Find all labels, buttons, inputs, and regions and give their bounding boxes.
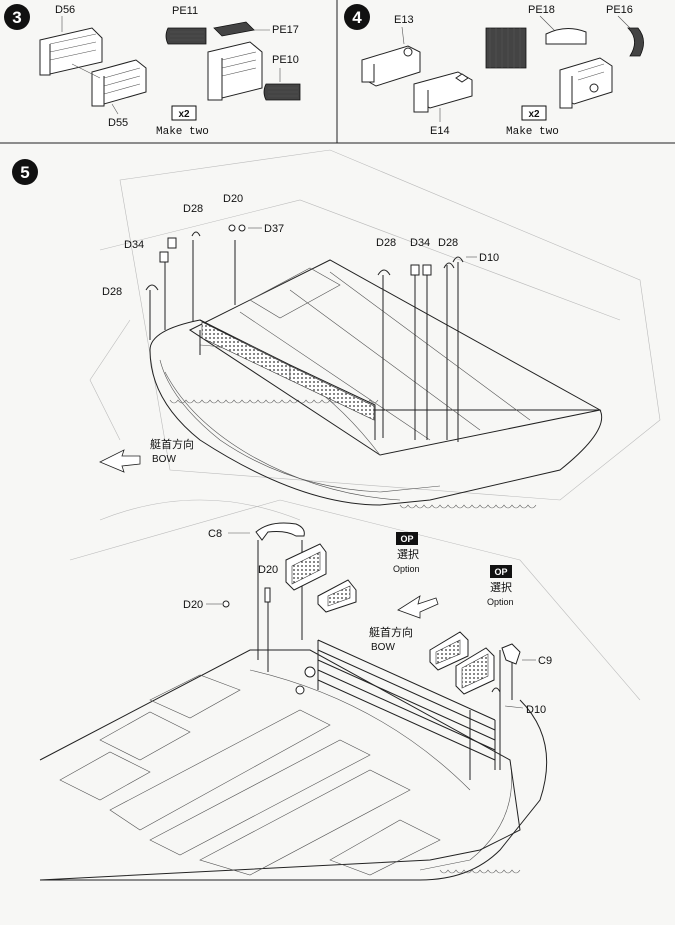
- label-pe17: PE17: [272, 24, 299, 36]
- option-badge-a: OP 選択 Option: [393, 532, 420, 574]
- step-4-panel: 4 E13 E14 PE18 PE16: [344, 4, 644, 138]
- option-grille-b: [429, 631, 495, 695]
- upper-bow-jp: 艇首方向: [150, 437, 194, 451]
- lower-hull-drawing: [39, 499, 641, 881]
- part-e14-drawing: [413, 71, 473, 113]
- part-e13-drawing: [361, 45, 421, 87]
- step-5-panel: 5: [12, 149, 661, 881]
- upper-bow-indicator: 艇首方向 BOW: [99, 437, 194, 473]
- label-d10-b: D10: [526, 704, 546, 716]
- label-d56: D56: [55, 4, 75, 16]
- step-3-note: Make two: [156, 126, 209, 138]
- label-d28-b: D28: [102, 286, 122, 298]
- label-c9: C9: [538, 655, 552, 667]
- label-e14: E14: [430, 125, 450, 137]
- label-d28-c: D28: [376, 237, 396, 249]
- label-d37: D37: [264, 223, 284, 235]
- upper-small-parts: [145, 224, 464, 291]
- option-grille-a: [285, 543, 357, 613]
- svg-text:Option: Option: [487, 597, 514, 607]
- label-pe10: PE10: [272, 54, 299, 66]
- svg-text:選択: 選択: [397, 547, 419, 561]
- label-d28-d: D28: [438, 237, 458, 249]
- lower-bow-indicator: 艇首方向 BOW: [369, 595, 439, 653]
- part-d55-drawing: [91, 59, 147, 107]
- part-d56-drawing: [39, 27, 103, 76]
- pe16-plate: [627, 27, 644, 57]
- label-d20-a: D20: [223, 193, 243, 205]
- part-c9-drawing: [501, 643, 521, 665]
- label-pe16: PE16: [606, 4, 633, 16]
- svg-text:5: 5: [20, 163, 29, 182]
- label-pe18: PE18: [528, 4, 555, 16]
- pe17-plate: [213, 21, 255, 37]
- step-5-number-badge: 5: [12, 159, 38, 185]
- step-4-assembly: [559, 57, 613, 109]
- svg-text:OP: OP: [494, 567, 507, 577]
- upper-hull-drawing: [89, 149, 661, 509]
- step-frames: [0, 0, 675, 144]
- svg-text:x2: x2: [178, 109, 190, 120]
- label-d28-a: D28: [183, 203, 203, 215]
- svg-text:Option: Option: [393, 564, 420, 574]
- step-4-note: Make two: [506, 126, 559, 138]
- svg-text:3: 3: [12, 8, 21, 27]
- svg-text:x2: x2: [528, 109, 540, 120]
- svg-text:OP: OP: [400, 534, 413, 544]
- label-e13: E13: [394, 14, 414, 26]
- label-d20-b: D20: [258, 564, 278, 576]
- label-d55: D55: [108, 117, 128, 129]
- label-c8: C8: [208, 528, 222, 540]
- svg-text:4: 4: [352, 8, 362, 27]
- step-3-multiplier-badge: x2: [171, 105, 197, 121]
- label-d34-b: D34: [410, 237, 430, 249]
- lower-bow-en: BOW: [371, 642, 395, 653]
- label-d10-a: D10: [479, 252, 499, 264]
- label-pe11: PE11: [172, 5, 198, 17]
- step-4-multiplier-badge: x2: [521, 105, 547, 121]
- upper-bow-en: BOW: [152, 454, 176, 465]
- lower-bow-jp: 艇首方向: [369, 625, 413, 639]
- part-c8-drawing: [255, 522, 305, 541]
- svg-text:選択: 選択: [490, 580, 512, 594]
- step-3-number-badge: 3: [4, 4, 30, 30]
- step-3-panel: 3 D56 D55 PE11 PE17: [4, 4, 301, 138]
- pe18-grille: [545, 28, 587, 45]
- step-4-number-badge: 4: [344, 4, 370, 30]
- option-badge-b: OP 選択 Option: [487, 565, 514, 607]
- step-3-assembly: [207, 41, 263, 101]
- label-d34-a: D34: [124, 239, 144, 251]
- label-d20-c: D20: [183, 599, 203, 611]
